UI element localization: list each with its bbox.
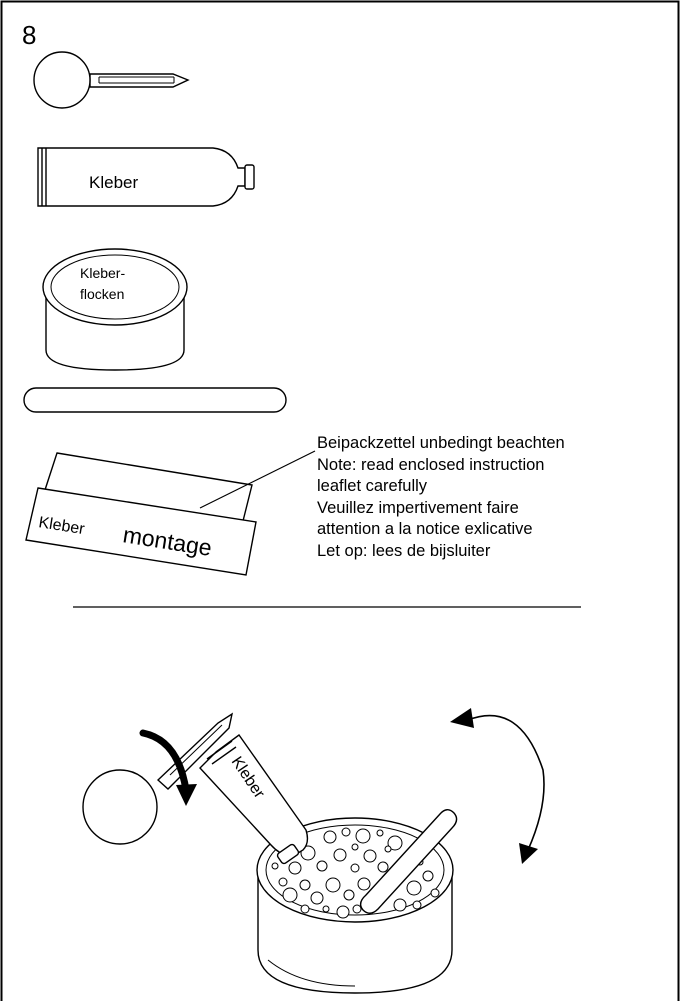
- stir-arrowhead-bottom-icon: [519, 843, 538, 864]
- glue-flakes-pot-icon: [42, 248, 188, 371]
- stir-arrow-icon: [467, 714, 545, 851]
- note-line-de: Beipackzettel unbedingt beachten: [317, 434, 565, 452]
- scene-stick-icon: [359, 809, 458, 914]
- note-line-en-2: leaflet carefully: [317, 477, 428, 495]
- glue-tube-icon: [37, 147, 255, 207]
- scene-tube-icon: [199, 734, 309, 865]
- note-line-fr-2: attention a la notice exlicative: [317, 520, 533, 538]
- note-line-en-1: Note: read enclosed instruction: [317, 455, 545, 474]
- callout-line: [199, 450, 316, 509]
- note-line-nl: Let op: lees de bijsluiter: [317, 541, 491, 560]
- key-tool-icon: [33, 51, 190, 109]
- note-line-fr-1: Veuillez impertivement faire: [317, 498, 519, 517]
- instruction-leaflet-icon: [25, 452, 257, 576]
- pot-label-line2: flocken: [80, 286, 124, 302]
- rotate-arrow-head-icon: [176, 784, 197, 806]
- step-number: 8: [22, 20, 36, 50]
- stir-arrowhead-top-icon: [450, 708, 474, 728]
- pot-label-line1: Kleber-: [80, 265, 125, 281]
- mixing-stick-icon: [23, 387, 287, 413]
- glue-bubbles: [271, 827, 440, 919]
- scene-key-tool-icon: [82, 712, 234, 845]
- rotate-arrow-icon: [139, 729, 190, 794]
- tube-label: Kleber: [89, 173, 138, 192]
- warning-note-block: Beipackzettel unbedingt beachten Note: r…: [317, 433, 677, 562]
